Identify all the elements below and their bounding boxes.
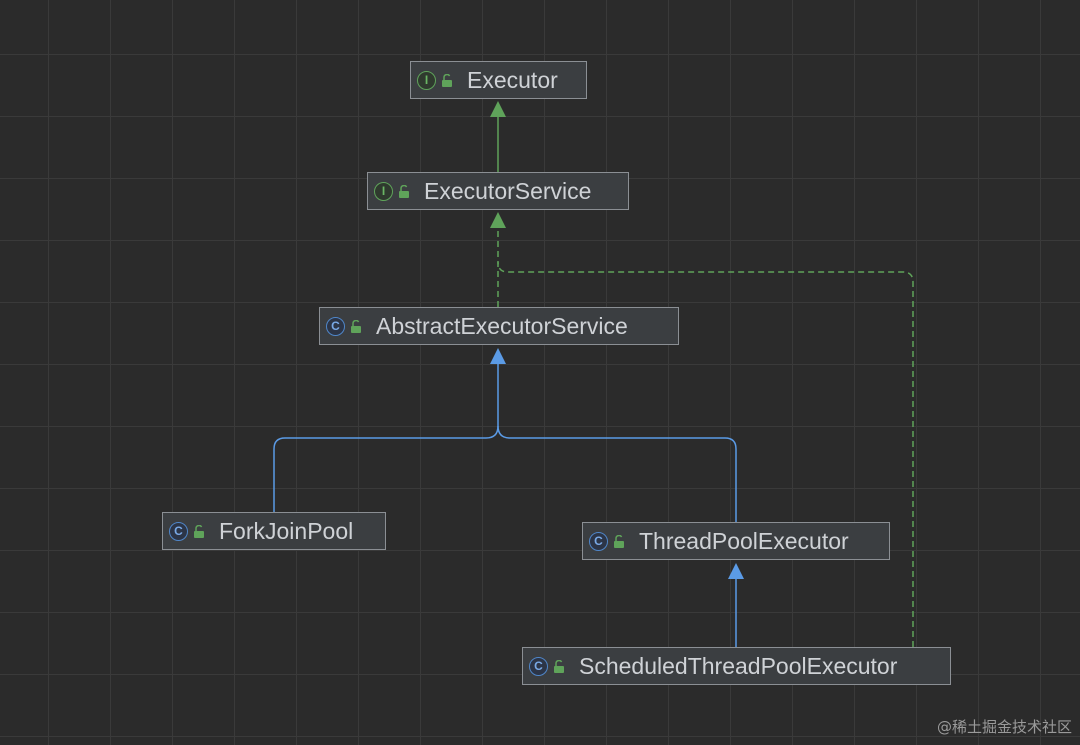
node-label: AbstractExecutorService [376,312,628,339]
unlocked-icon [194,524,204,538]
node-label: ThreadPoolExecutor [639,527,849,554]
class-icon: C [169,521,188,541]
edge-scheduledthreadpoolexecutor-to-executorservice [497,261,914,647]
node-label: ForkJoinPool [219,517,354,544]
node-fork-join-pool[interactable]: C ForkJoinPool [162,512,386,550]
arrowhead-abstractexecutorservice [490,348,506,364]
edge-forkjoinpool-to-abstractexecutorservice [273,362,499,512]
arrowhead-executorservice [490,212,506,228]
watermark: @稀土掘金技术社区 [936,718,1072,736]
node-scheduled-thread-pool-executor[interactable]: C ScheduledThreadPoolExecutor [522,647,951,685]
node-executor-service[interactable]: I ExecutorService [367,172,629,210]
interface-icon: I [374,181,393,201]
unlocked-icon [351,319,361,333]
node-label: Executor [467,66,558,93]
unlocked-icon [399,184,409,198]
node-label: ExecutorService [424,177,592,204]
interface-icon: I [417,70,436,90]
class-icon: C [326,316,345,336]
class-icon: C [529,656,548,676]
edge-threadpoolexecutor-to-abstractexecutorservice [497,425,737,522]
class-icon: C [589,531,608,551]
unlocked-icon [442,73,452,87]
arrowhead-executor [490,101,506,117]
node-abstract-executor-service[interactable]: C AbstractExecutorService [319,307,679,345]
arrowhead-threadpoolexecutor [728,563,744,579]
node-executor[interactable]: I Executor [410,61,587,99]
unlocked-icon [554,659,564,673]
unlocked-icon [614,534,624,548]
node-label: ScheduledThreadPoolExecutor [579,652,898,679]
node-thread-pool-executor[interactable]: C ThreadPoolExecutor [582,522,890,560]
